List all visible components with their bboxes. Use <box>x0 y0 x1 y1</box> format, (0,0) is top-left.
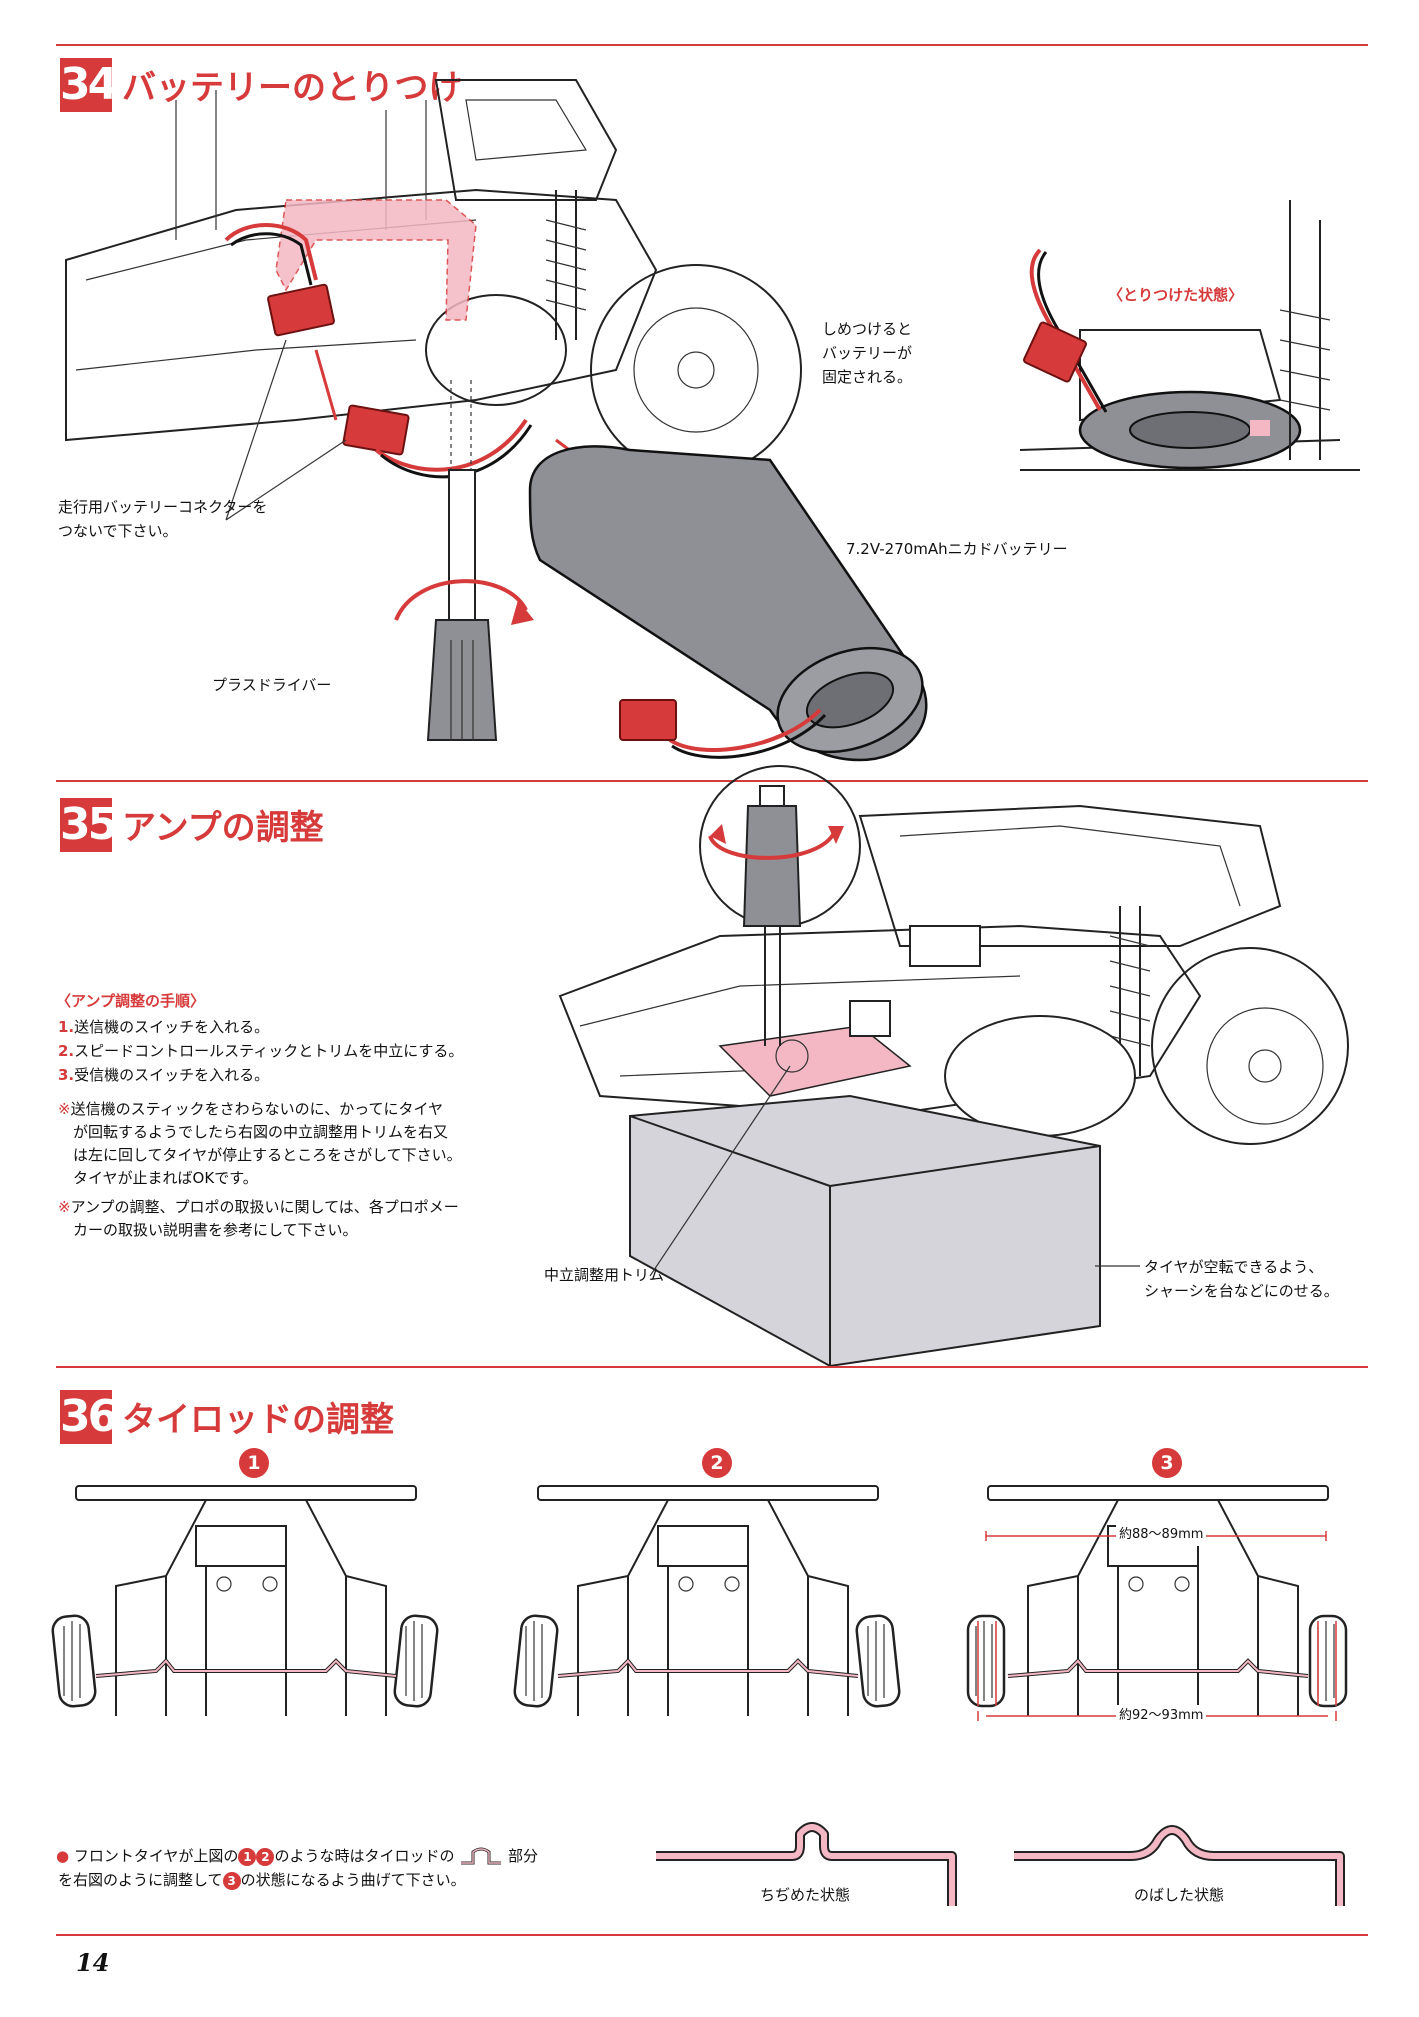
amp-step-3: 3.受信機のスイッチを入れる。 <box>58 1064 269 1087</box>
stand-label-line2: シャーシを台などにのせる。 <box>1144 1282 1339 1300</box>
instruction-ref-1: 1 <box>238 1847 257 1866</box>
amp-step-1: 1.送信機のスイッチを入れる。 <box>58 1016 269 1039</box>
note-2-line-2: カーの取扱い説明書を参考にして下さい。 <box>73 1221 358 1239</box>
tie-rod-figure-3 <box>966 1485 1348 1721</box>
trim-label: 中立調整用トリム <box>544 1266 665 1284</box>
section-34-rule <box>56 44 1368 46</box>
dimension-bottom-label: 約92〜93mm <box>1116 1705 1207 1727</box>
footer-rule <box>56 1934 1368 1936</box>
figure-3-number: 3 <box>1152 1448 1182 1478</box>
amp-step-2: 2.スピードコントロールスティックとトリムを中立にする。 <box>58 1040 463 1063</box>
tighten-label-line1: しめつけると <box>822 320 913 338</box>
note-1-line-2: が回転するようでしたら右図の中立調整用トリムを右又 <box>73 1123 449 1141</box>
note-1-mark: ※ <box>58 1100 71 1118</box>
amp-step-3-number: 3. <box>58 1066 75 1084</box>
amp-note-2: ※アンプの調整、プロポの取扱いに関しては、各プロポメー カーの取扱い説明書を参考… <box>58 1196 558 1242</box>
bullet-icon: ● <box>56 1847 70 1865</box>
instruction-text-2b: の状態になるよう曲げて下さい。 <box>240 1871 466 1889</box>
instruction-ref-2: 2 <box>256 1847 275 1866</box>
note-2-mark: ※ <box>58 1198 71 1216</box>
tie-rod-bend-icon <box>461 1847 502 1864</box>
instruction-ref-3: 3 <box>222 1871 241 1890</box>
installed-state-label: 〈とりつけた状態〉 <box>1108 286 1244 304</box>
note-1-line-1: 送信機のスティックをさわらないのに、かってにタイヤ <box>70 1100 444 1118</box>
page-number: 14 <box>76 1948 110 1977</box>
instruction-text-1a: フロントタイヤが上図の <box>73 1847 239 1865</box>
section-36-number: 36 <box>60 1390 118 1444</box>
amp-procedure-title: 〈アンプ調整の手順〉 <box>56 992 205 1010</box>
battery-label: 7.2V-270mAhニカドバッテリー <box>846 540 1068 558</box>
connector-label-line1: 走行用バッテリーコネクターを <box>58 498 268 516</box>
amp-step-2-text: スピードコントロールスティックとトリムを中立にする。 <box>74 1042 464 1060</box>
tie-rod-figure-2 <box>513 1485 901 1716</box>
connector-label-line2: つないで下さい。 <box>58 522 178 540</box>
section-35-rule <box>56 780 1368 782</box>
instruction-text-1c: 部分 <box>508 1847 539 1865</box>
instruction-text-1b: のような時はタイロッドの <box>274 1847 455 1865</box>
section-34-title: バッテリーのとりつけ <box>122 68 463 108</box>
shrunk-state-label: ちぢめた状態 <box>760 1886 851 1904</box>
amp-step-2-number: 2. <box>58 1042 75 1060</box>
tie-rod-shrunk-diagram <box>656 1822 957 1906</box>
section-36-title: タイロッドの調整 <box>122 1400 394 1440</box>
battery-pack-illustration <box>528 445 928 762</box>
amp-note-1: ※送信機のスティックをさわらないのに、かってにタイヤ が回転するようでしたら右図… <box>58 1098 558 1190</box>
section-35-title: アンプの調整 <box>122 808 324 848</box>
note-1-line-4: タイヤが止まればOKです。 <box>73 1169 258 1187</box>
stand-label-line1: タイヤが空転できるよう、 <box>1144 1258 1324 1276</box>
tie-rod-figure-1 <box>51 1485 439 1716</box>
amp-adjust-illustration <box>558 765 1349 1368</box>
tighten-label-line2: バッテリーが <box>822 344 913 362</box>
screwdriver-label: プラスドライバー <box>212 676 332 694</box>
section-35-number: 35 <box>60 798 118 852</box>
amp-step-1-number: 1. <box>58 1018 75 1036</box>
tighten-label-line3: 固定される。 <box>822 368 913 386</box>
amp-step-1-text: 送信機のスイッチを入れる。 <box>74 1018 270 1036</box>
dimension-top-label: 約88〜89mm <box>1116 1524 1207 1546</box>
figure-1-number: 1 <box>239 1448 269 1478</box>
section-34-number: 34 <box>60 58 118 112</box>
instruction-text-2a: を右図のように調整して <box>58 1871 223 1889</box>
stretched-state-label: のばした状態 <box>1134 1886 1225 1904</box>
installed-state-illustration <box>1019 200 1360 471</box>
section-36-rule <box>56 1366 1368 1368</box>
amp-step-3-text: 受信機のスイッチを入れる。 <box>74 1066 270 1084</box>
note-1-line-3: は左に回してタイヤが停止するところをさがして下さい。 <box>73 1146 462 1164</box>
note-2-line-1: アンプの調整、プロポの取扱いに関しては、各プロポメー <box>70 1198 459 1216</box>
tie-rod-stretched-diagram <box>1014 1825 1345 1906</box>
figure-2-number: 2 <box>702 1448 732 1478</box>
